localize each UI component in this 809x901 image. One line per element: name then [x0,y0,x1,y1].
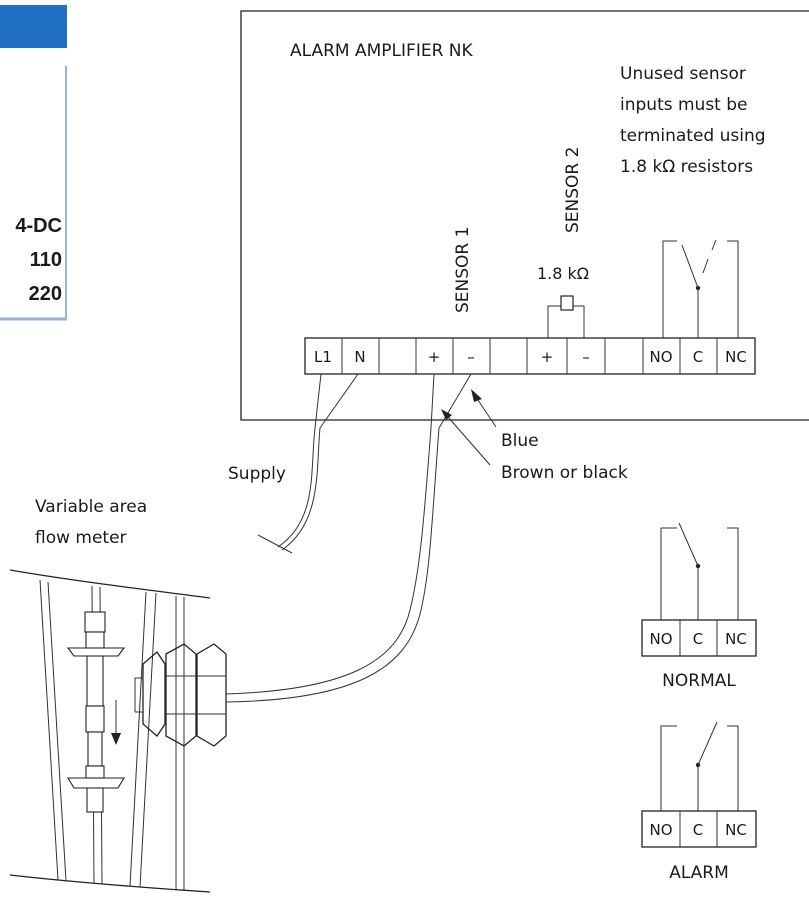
resistor: 1.8 kΩ [537,264,589,347]
side-panel-line-2: 110 [30,249,62,271]
flow-meter: Variable area flow meter [9,497,227,893]
terminal-no: NO [649,348,672,366]
relay-contact [662,239,739,347]
normal-state: NO C NC NORMAL [641,522,757,691]
terminal-n: N [354,348,365,366]
terminal-l1: L1 [314,348,332,366]
blue-label: Blue [501,431,539,451]
normal-terminal-no: NO [649,630,672,648]
note-line-4: 1.8 kΩ resistors [620,157,753,177]
terminal-s1-minus: – [467,348,475,366]
side-panel: 4-DC 110 220 [0,66,67,321]
sensor-cable [225,373,472,703]
brown-label: Brown or black [501,463,628,483]
wire-callouts: Blue Brown or black [441,389,628,483]
terminal-nc: NC [725,348,747,366]
flow-meter-label-line-2: flow meter [35,528,127,548]
terminal-s2-plus: + [541,348,554,366]
normal-terminal-nc: NC [725,630,747,648]
sensor-nut [134,643,227,747]
alarm-terminal-nc: NC [725,821,747,839]
amplifier-title: ALARM AMPLIFIER NK [290,41,474,61]
side-panel-line-1: 4-DC [15,215,62,237]
alarm-terminal-c: C [693,821,703,839]
flow-meter-label-line-1: Variable area [35,497,147,517]
terminal-s1-plus: + [428,348,441,366]
sensor2-label: SENSOR 2 [563,147,583,233]
alarm-state: NO C NC ALARM [641,721,757,883]
supply-label: Supply [228,464,286,484]
header-bar [0,5,67,48]
supply-cable: Supply [228,373,359,554]
normal-terminal-c: C [693,630,703,648]
amplifier-box: ALARM AMPLIFIER NK Unused sensor inputs … [240,10,809,421]
terminal-c: C [693,348,703,366]
terminal-strip: L1 N + – + – NO C NC [304,337,756,375]
alarm-terminal-no: NO [649,821,672,839]
sensor1-label: SENSOR 1 [453,227,473,313]
note-line-1: Unused sensor [620,64,746,84]
terminal-s2-minus: – [582,348,590,366]
side-panel-line-3: 220 [29,283,62,305]
normal-label: NORMAL [662,671,736,691]
alarm-label: ALARM [669,863,729,883]
note-line-3: terminated using [620,126,766,146]
note-line-2: inputs must be [620,95,748,115]
resistor-label: 1.8 kΩ [537,264,589,283]
